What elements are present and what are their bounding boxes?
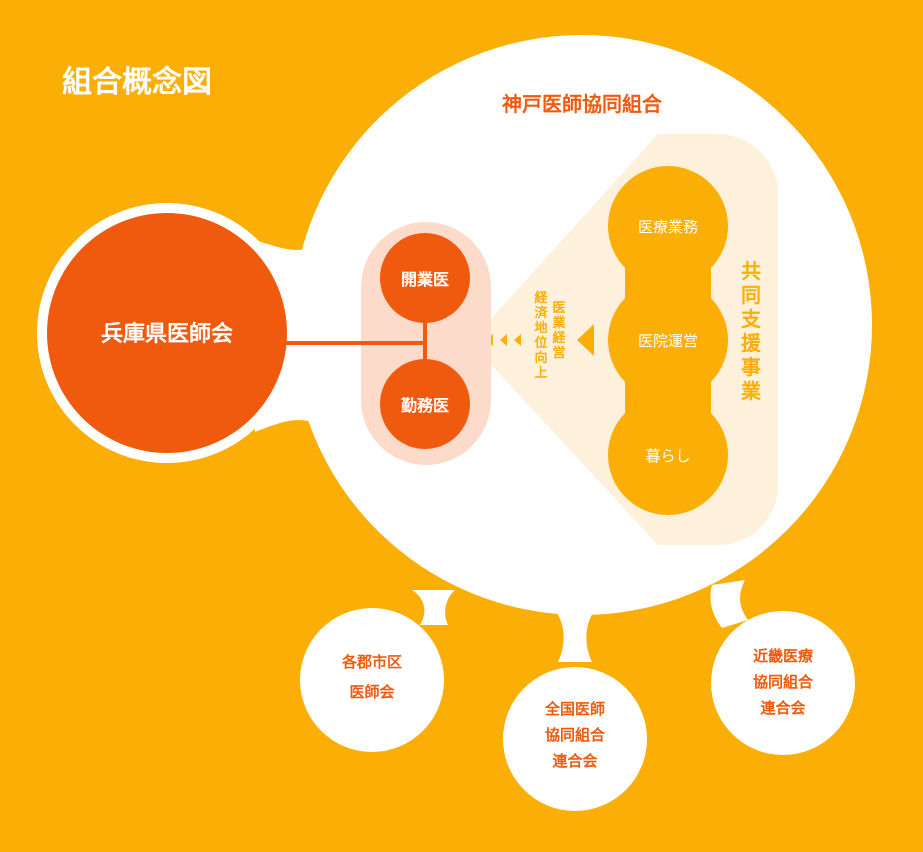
bottom-node-3-line1: 近畿医療 [753, 647, 814, 665]
support-item-2: 医院運営 [638, 332, 698, 350]
arrow-small-icon [500, 334, 507, 346]
improvement-line1: 医業経営 [551, 301, 566, 361]
bottom-node-3 [711, 611, 855, 755]
arrow-large-icon [577, 324, 594, 356]
improvement-line2: 経済地位向上 [534, 290, 548, 381]
bottom-node-1-line1: 各郡市区 [341, 653, 402, 671]
bottom-node-2-line1: 全国医師 [544, 700, 605, 718]
support-item-3: 暮らし [645, 447, 690, 465]
bottom-neck-2 [555, 610, 595, 662]
bottom-node-3-line3: 連合会 [760, 699, 805, 717]
member-label-bottom: 勤務医 [401, 396, 449, 415]
bottom-node-2-line2: 協同組合 [545, 726, 606, 744]
bottom-node-3-line2: 協同組合 [753, 673, 814, 691]
left-node-circle [47, 213, 287, 453]
bottom-neck-1 [412, 590, 455, 625]
support-item-1: 医療業務 [638, 218, 698, 236]
bottom-neck-3 [710, 580, 748, 628]
bottom-node-1 [300, 608, 444, 752]
bottom-node-2 [503, 667, 647, 811]
support-lobes [608, 166, 728, 515]
arrow-small-icon [514, 334, 521, 346]
bottom-node-1-line2: 医師会 [349, 683, 394, 701]
page-title: 組合概念図 [62, 65, 212, 100]
left-node-label: 兵庫県医師会 [101, 321, 233, 347]
member-label-top: 開業医 [401, 270, 449, 289]
main-circle-label: 神戸医師協同組合 [502, 92, 663, 116]
member-node-top [380, 233, 470, 323]
support-title: 共同支援事業 [741, 259, 762, 403]
bottom-node-2-line3: 連合会 [552, 752, 597, 770]
member-node-bottom [380, 359, 470, 449]
